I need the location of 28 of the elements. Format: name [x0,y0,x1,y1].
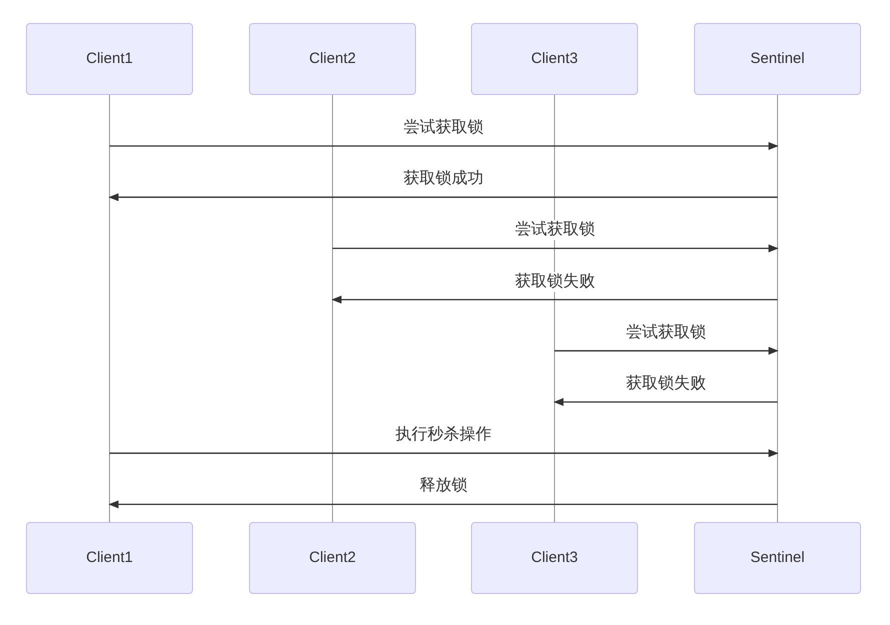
message-arrow [108,193,778,202]
participant-label: Sentinel [750,548,805,568]
lifeline [777,95,778,522]
participant-box [694,23,861,95]
message-arrow [554,346,778,355]
participant-box [249,522,416,594]
message-arrow [554,398,778,406]
lifeline [554,95,555,522]
participant-label: Client2 [309,48,356,69]
participant-label: Client3 [531,548,578,568]
participant-box [471,23,638,95]
message-arrow [108,500,778,508]
lifeline [109,95,110,522]
participant-box [249,23,416,95]
participant-box [26,23,193,95]
participant-box [471,522,638,594]
participant-label: Client3 [531,48,578,69]
message-arrow [332,296,778,304]
lifeline [332,95,333,522]
participant-box [694,522,861,594]
participant-label: Client1 [86,548,133,568]
participant-label: Client1 [86,48,133,69]
participant-label: Sentinel [750,48,805,69]
message-arrow [110,449,778,458]
message-arrow [332,244,778,252]
message-arrow [110,142,778,150]
participant-label: Client2 [309,548,356,568]
participant-box [26,522,193,594]
